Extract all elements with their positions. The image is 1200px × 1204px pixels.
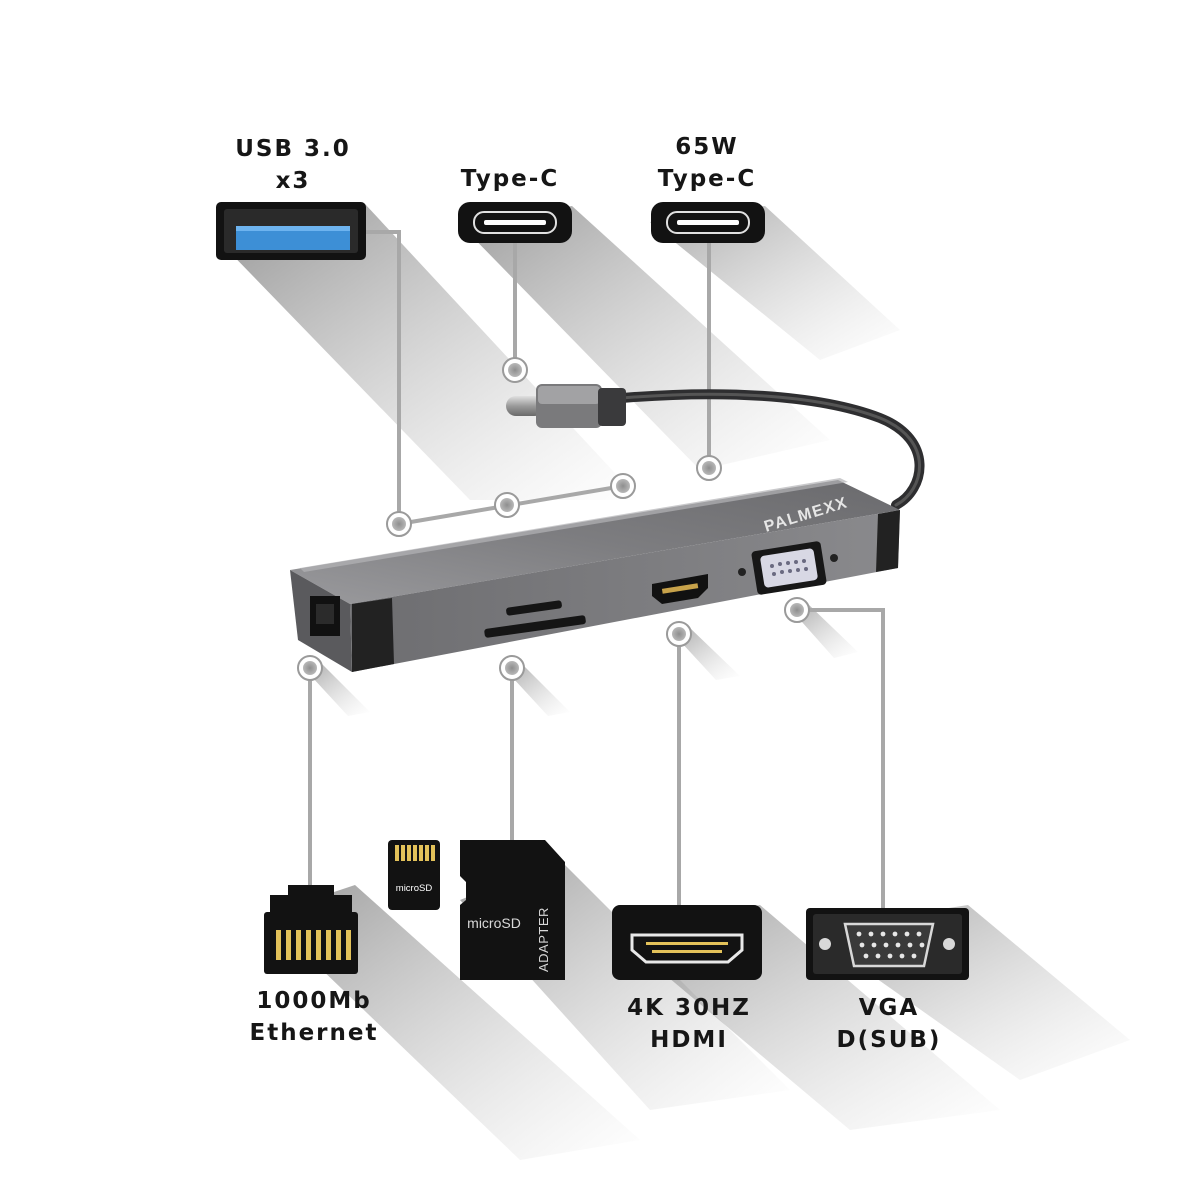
adapter-microsd-label: microSD (467, 915, 521, 931)
hdmi-label-line-2: HDMI (650, 1027, 728, 1053)
callout-dot-pd (696, 455, 722, 481)
usb-c-port-icon (458, 202, 572, 243)
typec-label: Type-C (410, 163, 610, 195)
vga-label-line-1: VGA (858, 995, 920, 1021)
callout-dot-vga (784, 597, 810, 623)
pd-label-line-2: Type-C (657, 166, 757, 192)
callout-dots (297, 357, 810, 681)
ethernet-label-line-1: 1000Mb (256, 988, 372, 1014)
usb-label-line-1: USB 3.0 (235, 136, 351, 162)
microsd-card-icon: microSD (388, 840, 440, 910)
vga-port-icon (806, 908, 969, 980)
typec-label-line-1: Type-C (460, 166, 560, 192)
callout-dot-hdmi (666, 621, 692, 647)
callout-dot-sd (499, 655, 525, 681)
ethernet-label: 1000Mb Ethernet (214, 985, 414, 1049)
rj45-connector-icon (264, 885, 358, 974)
usb-label-line-2: x3 (275, 168, 311, 194)
usb-3-port-icon (216, 202, 366, 260)
hdmi-port-icon (612, 905, 762, 980)
hub-sd-slots (484, 600, 586, 638)
pd-label: 65W Type-C (607, 131, 807, 195)
hub-hdmi-port (652, 574, 708, 604)
vga-label: VGA D(SUB) (789, 992, 989, 1056)
ethernet-label-line-2: Ethernet (249, 1020, 379, 1046)
sd-adapter-icon: microSD ADAPTER (460, 840, 565, 980)
hdmi-label: 4K 30HZ HDMI (589, 992, 789, 1056)
hub-ethernet-port (310, 596, 340, 636)
usb-label: USB 3.0 x3 (193, 133, 393, 197)
hdmi-label-line-1: 4K 30HZ (627, 995, 751, 1021)
callout-dot-usb-3 (610, 473, 636, 499)
callout-dot-usb-1 (386, 511, 412, 537)
callout-dot-typec (502, 357, 528, 383)
hub-vga-port (738, 541, 838, 595)
usb-c-plug (506, 384, 626, 428)
usb-c-hub: PALMEXX (290, 384, 925, 672)
usb-c-pd-port-icon (651, 202, 765, 243)
callout-dot-ethernet (297, 655, 323, 681)
vga-label-line-2: D(SUB) (836, 1027, 942, 1053)
adapter-label: ADAPTER (536, 907, 551, 972)
callout-dot-usb-2 (494, 492, 520, 518)
microsd-card-label: microSD (396, 883, 433, 894)
pd-label-line-1: 65W (675, 134, 739, 160)
